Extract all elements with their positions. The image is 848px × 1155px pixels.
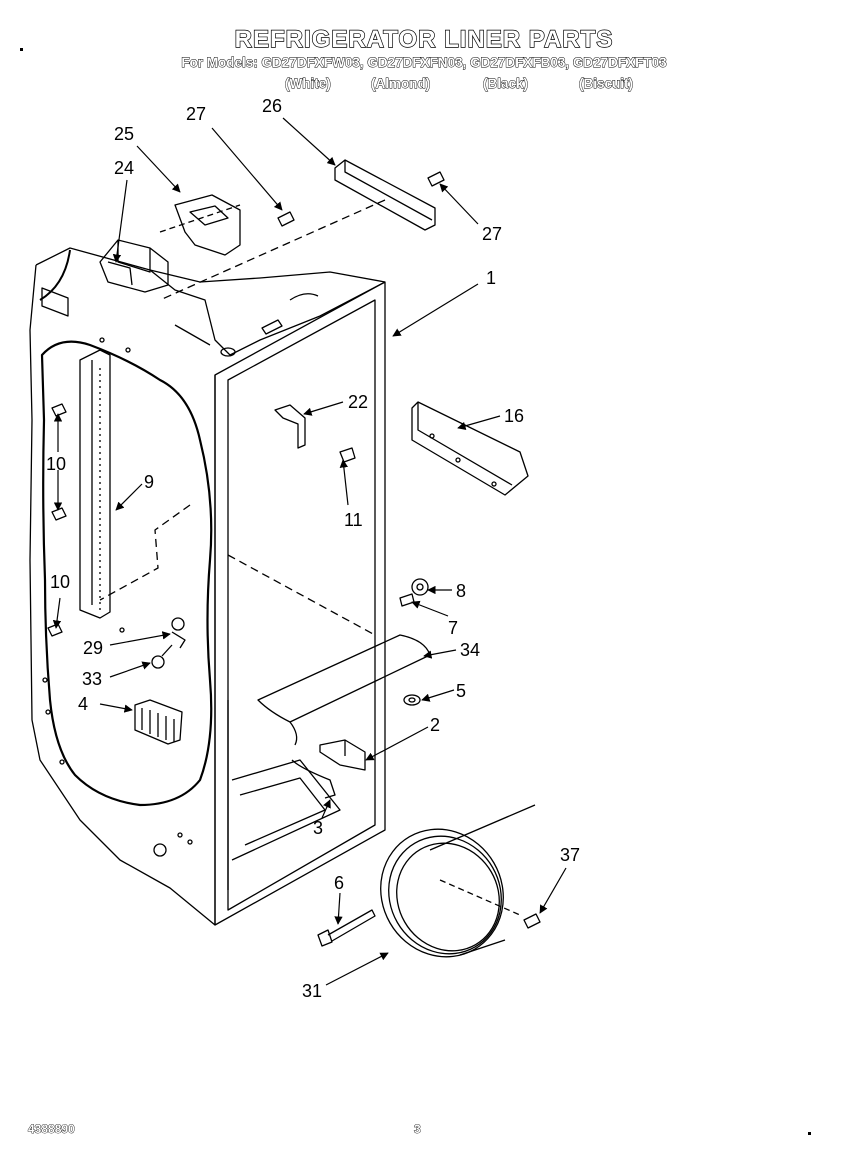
part-4-grille — [134, 699, 183, 745]
part-6-tie — [317, 909, 376, 947]
color-label-biscuit: (Biscuit) — [579, 76, 634, 92]
color-label-white: (White) — [285, 76, 332, 92]
part-16-trim — [411, 401, 529, 496]
callout-33: 33 — [82, 669, 102, 689]
leader-lines — [52, 117, 567, 986]
part-24-25-control-housing — [99, 194, 241, 293]
callout-16: 16 — [504, 406, 524, 426]
page-title: REFRIGERATOR LINER PARTS — [234, 25, 614, 53]
callout-labels: 25 24 27 26 27 1 22 16 11 9 10 10 8 7 34… — [46, 96, 580, 1001]
models-line: For Models: GD27DFXFW03, GD27DFXFN03, GD… — [181, 55, 667, 71]
callout-27-left: 27 — [186, 104, 206, 124]
callout-8: 8 — [456, 581, 466, 601]
callout-11: 11 — [344, 510, 363, 530]
callout-25: 25 — [114, 124, 134, 144]
part-9-rail — [79, 349, 111, 619]
part-22-bracket — [274, 404, 356, 463]
part-5-grommet — [403, 694, 421, 706]
color-label-black: (Black) — [483, 76, 529, 92]
callout-5: 5 — [456, 681, 466, 701]
callout-26: 26 — [262, 96, 282, 116]
callout-10-upper: 10 — [46, 454, 66, 474]
callout-4: 4 — [78, 694, 88, 714]
corner-mark-top-left — [20, 48, 23, 51]
part-34-cover — [257, 634, 431, 746]
callout-37: 37 — [560, 845, 580, 865]
part-10-screws — [47, 403, 67, 637]
part-31-harness — [380, 804, 536, 958]
part-26-bracket — [159, 159, 436, 301]
document-number: 4388890 — [28, 1122, 76, 1137]
callout-6: 6 — [334, 873, 344, 893]
part-2-3-brackets — [291, 739, 366, 799]
callout-10-lower: 10 — [50, 572, 70, 592]
callout-27-right: 27 — [482, 224, 502, 244]
callout-24: 24 — [114, 158, 134, 178]
part-37-screw — [523, 913, 541, 929]
callout-3: 3 — [313, 818, 323, 838]
color-label-almond: (Almond) — [371, 76, 431, 92]
refrigerator-liner — [29, 247, 386, 926]
callout-7: 7 — [448, 618, 458, 638]
corner-mark-bottom-right — [808, 1132, 811, 1135]
callout-31: 31 — [302, 981, 322, 1001]
part-29-33-light — [119, 617, 186, 669]
callout-29: 29 — [83, 638, 103, 658]
page-number: 3 — [414, 1122, 421, 1137]
callout-22: 22 — [348, 392, 368, 412]
callout-9: 9 — [144, 472, 154, 492]
callout-1: 1 — [486, 268, 496, 288]
callout-34: 34 — [460, 640, 480, 660]
callout-2: 2 — [430, 715, 440, 735]
part-27-screws — [277, 171, 445, 227]
part-7-8-fasteners — [399, 578, 429, 607]
